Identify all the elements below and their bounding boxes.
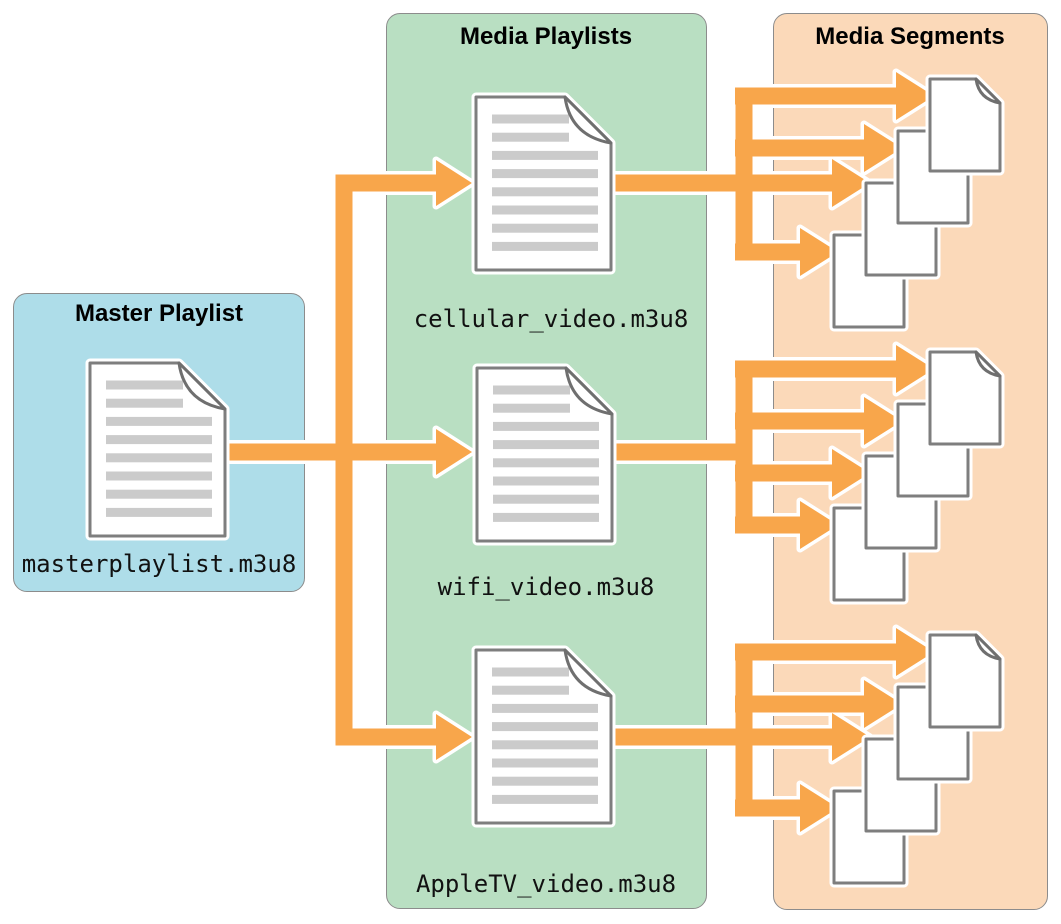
media-playlists-title: Media Playlists — [459, 23, 633, 50]
media-segments-panel — [773, 13, 1048, 910]
wifi-playlist-filename: wifi_video.m3u8 — [437, 573, 655, 601]
media-playlists-panel — [386, 13, 707, 909]
master-playlist-title: Master Playlist — [74, 300, 244, 327]
media-segments-title: Media Segments — [815, 23, 1005, 50]
cellular-playlist-filename: cellular_video.m3u8 — [413, 305, 689, 333]
master-playlist-filename: masterplaylist.m3u8 — [21, 550, 297, 578]
master-playlist-panel — [13, 293, 305, 592]
appletv-playlist-filename: AppleTV_video.m3u8 — [415, 870, 677, 898]
